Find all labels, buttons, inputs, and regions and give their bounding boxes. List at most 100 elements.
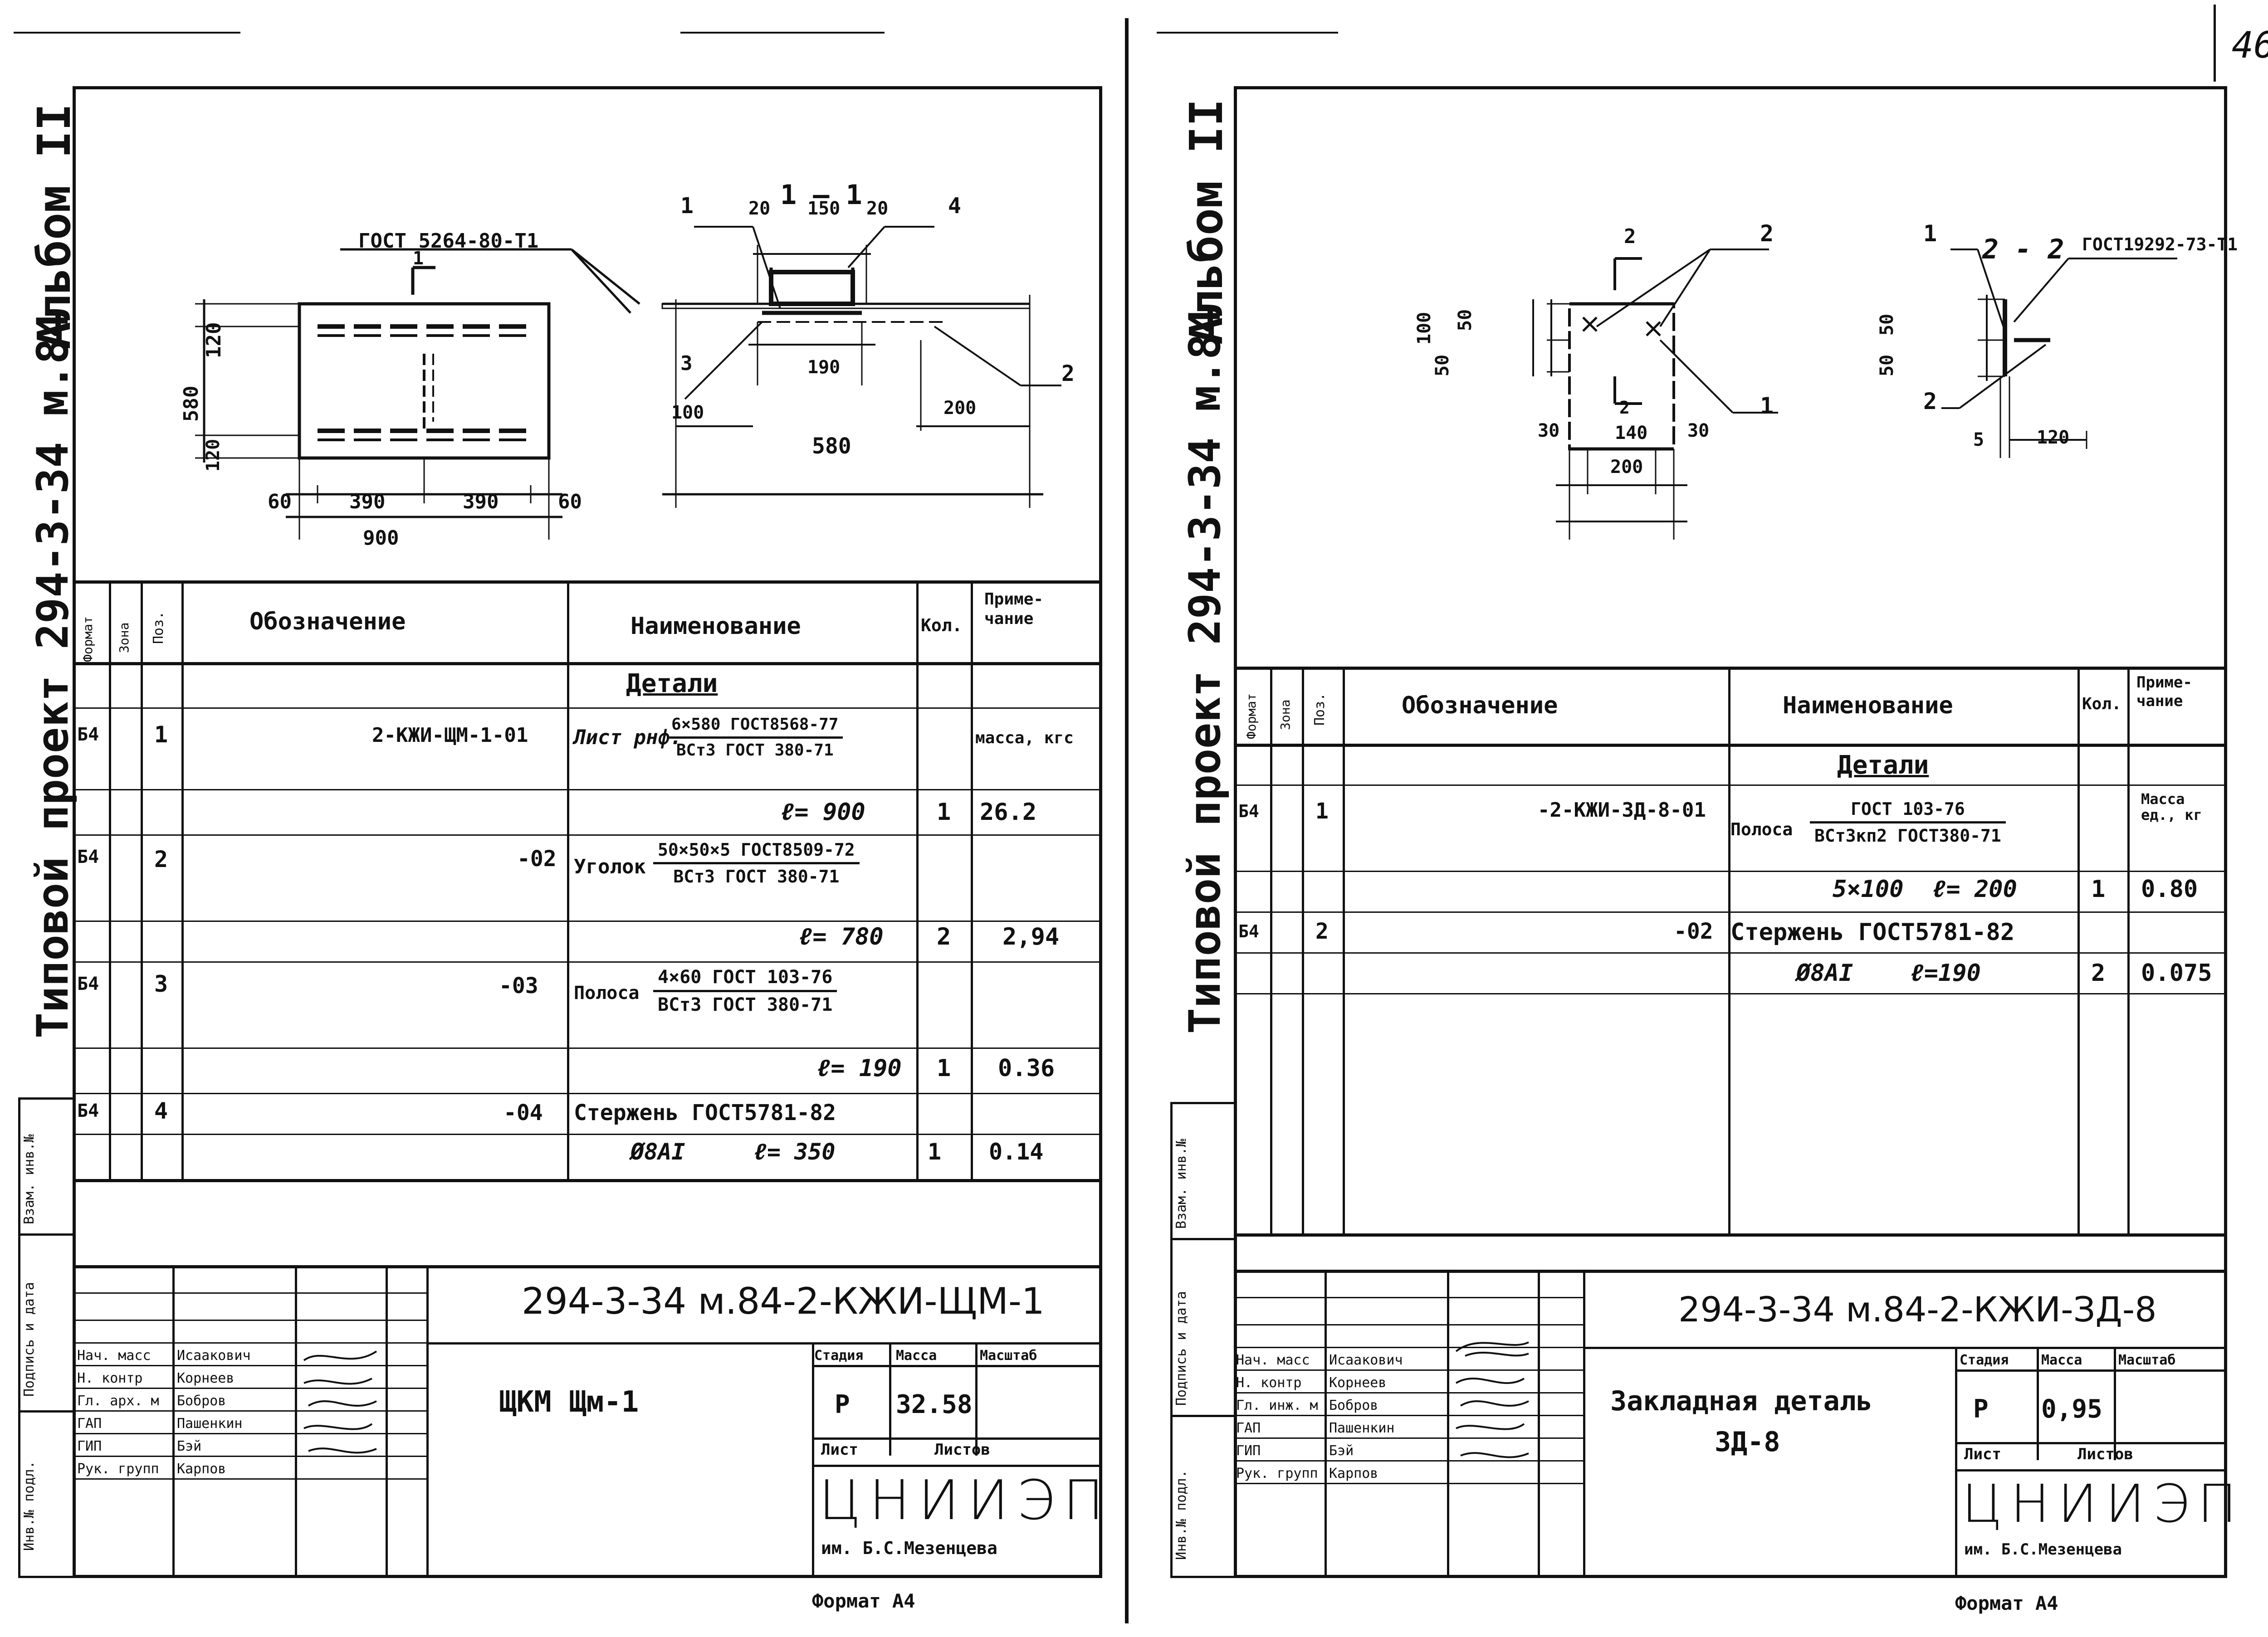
th-name: Наименование [631,613,801,640]
mass-value: 0,95 [2041,1394,2102,1424]
org-logo: ЦНИИЭП [819,1469,1112,1532]
format-label: Формат А4 [812,1590,915,1612]
person-name: Бобров [1329,1398,1378,1413]
callout: 1 [1923,220,1937,247]
drawing-code: 294-3-34 м.84-2-КЖИ-ЩМ-1 [522,1280,1045,1322]
gost-label: ГОСТ19292-73-Т1 [2082,234,2238,254]
dim-label: 100 [671,402,704,423]
sheet-frame [1234,86,2227,1578]
drawing-view-1: 1 — 1 [195,179,1061,540]
org-subtitle: им. Б.С.Мезенцева [821,1538,997,1558]
dim-label: 60 [268,490,292,513]
svg-text:2 - 2: 2 - 2 [1982,234,2064,265]
callout: 4 [948,193,961,219]
dim-label: 120 [202,322,225,358]
signatures [303,1350,377,1454]
callout: 3 [680,352,693,375]
marker-label: 2 [1619,398,1630,418]
dim-label: 140 [1615,423,1648,443]
org-subtitle: им. Б.С.Мезенцева [1964,1540,2122,1559]
person-name: Бэй [1329,1443,1354,1459]
drawing-view-2: 2 - 2 [1532,234,2177,540]
person-role: ГИП [77,1438,102,1454]
th-zone: Зона [117,622,132,653]
person-role: Нач. масс [1236,1352,1310,1368]
section-heading: Детали [626,669,718,698]
sheet-frame [73,86,1102,1578]
person-name: Бэй [177,1438,202,1454]
person-role: ГАП [77,1416,102,1432]
dim-label: 200 [943,398,977,419]
mass-value: 32.58 [896,1390,973,1419]
dim-label: 150 [807,198,841,219]
person-name: Исаакович [177,1348,251,1364]
dim-label: 30 [1538,420,1560,441]
callout: 2 [1923,388,1937,414]
th-format: Формат [80,616,95,662]
person-name: Исаакович [1329,1352,1403,1368]
th-pos: Поз. [151,611,166,644]
gost-label: ГОСТ 5264-80-Т1 [358,229,539,253]
svg-text:1 — 1: 1 — 1 [780,179,862,211]
person-name: Корнеев [177,1370,235,1386]
sheet-label: Лист [821,1441,858,1459]
drawing-code: 294-3-34 м.84-2-КЖИ-ЗД-8 [1678,1289,2157,1330]
dim-label: 60 [558,490,582,513]
person-name: Корнеев [1329,1375,1387,1391]
section-heading: Детали [1837,750,1929,780]
signatures [1455,1341,1529,1458]
th-note: Приме-чание [984,590,1044,628]
scale-label: Масштаб [980,1348,1037,1364]
th-designation: Обозначение [249,608,406,635]
dim-label: 50 [1877,313,1897,336]
dim-label: 390 [349,490,386,513]
stamp-sign: Подпись и дата [1173,1291,1189,1406]
person-role: Гл. инж. м [1236,1398,1318,1413]
dim-label: 580 [180,385,203,422]
person-name: Карпов [177,1461,226,1477]
callout: 2 [1061,361,1075,386]
dim-label: 5 [1973,429,1984,450]
person-role: ГАП [1236,1420,1261,1436]
th-zone: Зона [1278,699,1293,730]
drawing-name-2: ЗД-8 [1715,1426,1780,1458]
th-pos: Поз. [1312,692,1328,726]
project-label: Типовой проект 294-3-34 м.84 [28,312,78,1038]
page-number-border [2214,5,2216,82]
dim-label: 900 [363,526,399,550]
dim-label: 120 [203,438,224,472]
stage-label: Стадия [814,1348,864,1364]
person-role: Гл. арх. м [77,1393,159,1409]
dim-label: 30 [1687,420,1710,441]
dim-label: 20 [748,198,771,219]
mass-label: Масса [2041,1352,2082,1368]
person-role: Рук. групп [1236,1466,1318,1481]
marker-label: 1 [413,248,424,269]
sheets-label: Листов [934,1441,990,1459]
side-stamp-box [18,1097,73,1578]
sheet-divider [1125,18,1129,1623]
person-name: Бобров [177,1393,226,1409]
stage-value: Р [1973,1394,1989,1424]
top-edge-mark [680,32,885,34]
org-logo: ЦНИИЭП [1962,1474,2245,1535]
scale-label: Масштаб [2118,1352,2176,1368]
dim-label: 50 [1455,309,1476,331]
project-label: Типовой проект 294-3-34 м.84 [1180,307,1230,1034]
dim-label: 200 [1610,457,1643,477]
person-name: Пашенкин [177,1416,243,1432]
sheet-label: Лист [1964,1445,2001,1463]
person-role: Н. контр [77,1370,143,1386]
callout: 2 [1760,220,1774,247]
th-name: Наименование [1783,692,1953,719]
person-role: Рук. групп [77,1461,159,1477]
marker-label: 2 [1624,225,1636,248]
stamp-inv: Инв.№ подл. [1173,1470,1189,1560]
th-qty: Кол. [921,615,963,635]
person-name: Карпов [1329,1466,1378,1481]
th-qty: Кол. [2082,695,2121,713]
dim-label: 50 [1432,354,1453,376]
page-number: 46 [2232,24,2268,66]
callout: 1 [680,193,694,219]
